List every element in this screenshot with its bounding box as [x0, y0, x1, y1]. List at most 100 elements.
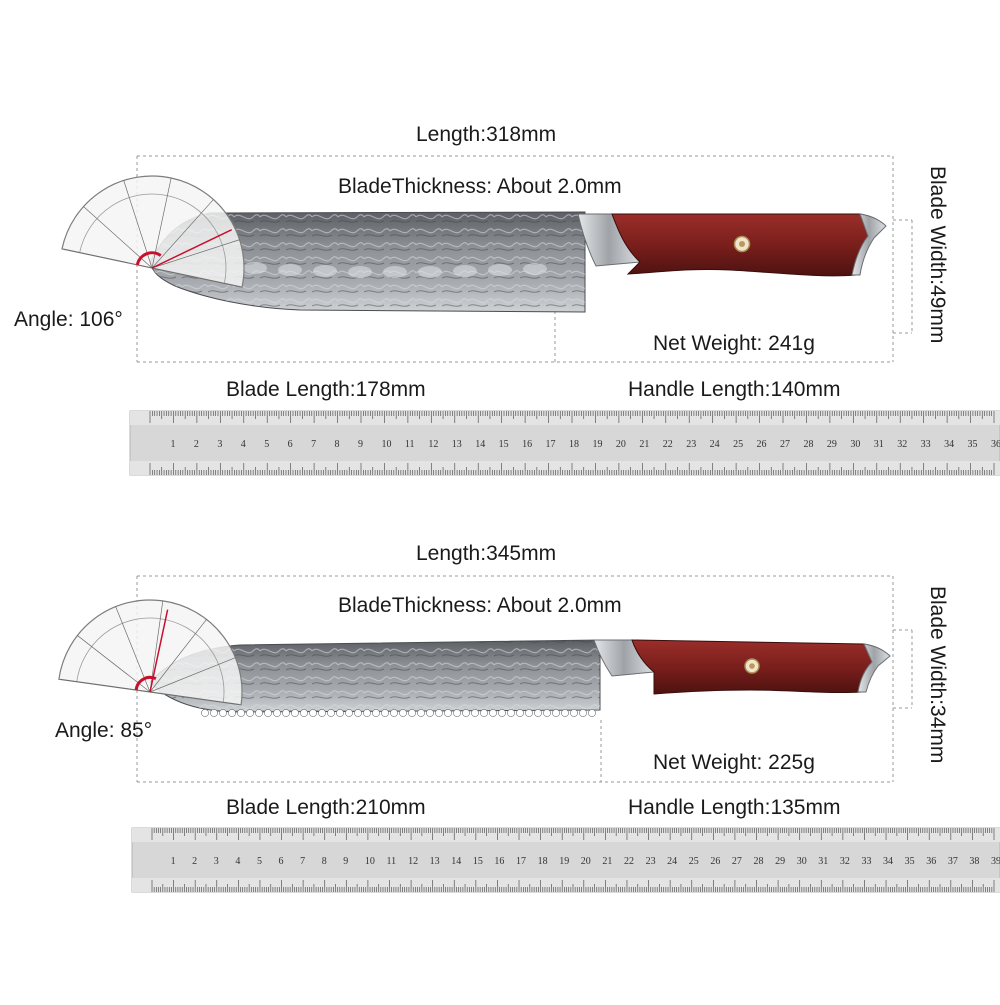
serration: [561, 709, 569, 717]
ruler-number: 24: [710, 439, 720, 450]
ruler-number: 26: [757, 439, 767, 450]
ruler-number: 27: [780, 439, 790, 450]
serration: [264, 709, 272, 717]
ruler-number: 25: [733, 439, 743, 450]
serration: [507, 709, 515, 717]
serration: [399, 709, 407, 717]
serration: [570, 709, 578, 717]
serration: [462, 709, 470, 717]
knife1-angle-label: Angle: 106°: [14, 308, 123, 331]
ruler-number: 32: [840, 856, 850, 867]
ruler-number: 37: [948, 856, 958, 867]
ruler-number: 33: [861, 856, 871, 867]
ruler-number: 3: [217, 439, 222, 450]
ruler-number: 6: [288, 439, 293, 450]
ruler-number: 27: [732, 856, 742, 867]
ruler-number: 26: [710, 856, 720, 867]
serration: [336, 709, 344, 717]
serration: [390, 709, 398, 717]
ruler-number: 28: [803, 439, 813, 450]
ruler-number: 29: [775, 856, 785, 867]
serration: [516, 709, 524, 717]
serration: [246, 709, 254, 717]
ruler-number: 8: [322, 856, 327, 867]
ruler-number: 36: [991, 439, 1000, 450]
ruler-number: 2: [194, 439, 199, 450]
knife1-blade-length-label: Blade Length:178mm: [226, 378, 426, 401]
serration: [318, 709, 326, 717]
knife1-net-weight-label: Net Weight: 241g: [653, 332, 815, 355]
ruler-number: 5: [257, 856, 262, 867]
serration: [453, 709, 461, 717]
knife2-handle-length-label: Handle Length:135mm: [628, 796, 841, 819]
ruler-number: 1: [170, 439, 175, 450]
ruler-number: 17: [516, 856, 526, 867]
ruler-number: 38: [969, 856, 979, 867]
knife1-handle-length-label: Handle Length:140mm: [628, 378, 841, 401]
ruler-number: 7: [311, 439, 316, 450]
ruler-number: 16: [494, 856, 504, 867]
serration: [345, 709, 353, 717]
ruler-number: 35: [968, 439, 978, 450]
ruler-number: 30: [850, 439, 860, 450]
protractor: [61, 175, 245, 288]
ruler-number: 17: [546, 439, 556, 450]
ruler-number: 14: [451, 856, 461, 867]
ruler-number: 39: [991, 856, 1000, 867]
ruler-number: 35: [905, 856, 915, 867]
ruler-number: 14: [475, 439, 485, 450]
santoku-handle: [611, 213, 887, 277]
serration: [309, 709, 317, 717]
knife2-length-label: Length:345mm: [416, 542, 557, 565]
serration: [219, 709, 227, 717]
serration: [381, 709, 389, 717]
ruler-number: 2: [192, 856, 197, 867]
serration: [588, 709, 596, 717]
ruler-number: 12: [428, 439, 438, 450]
ruler-number: 19: [592, 439, 602, 450]
bread-blade: [149, 639, 601, 717]
serration: [534, 709, 542, 717]
ruler-number: 19: [559, 856, 569, 867]
ruler-number: 18: [569, 439, 579, 450]
serration: [210, 709, 218, 717]
serration: [543, 709, 551, 717]
ruler-number: 5: [264, 439, 269, 450]
serration: [282, 709, 290, 717]
serration: [417, 709, 425, 717]
knife2-blade-thickness-label: BladeThickness: About 2.0mm: [338, 594, 622, 617]
ruler-number: 20: [581, 856, 591, 867]
serration: [435, 709, 443, 717]
ruler-number: 31: [818, 856, 828, 867]
ruler-number: 30: [797, 856, 807, 867]
serration: [579, 709, 587, 717]
serration: [291, 709, 299, 717]
ruler-number: 12: [408, 856, 418, 867]
ruler-number: 20: [616, 439, 626, 450]
serration: [426, 709, 434, 717]
ruler-number: 10: [365, 856, 375, 867]
serration: [327, 709, 335, 717]
ruler-number: 8: [335, 439, 340, 450]
serration: [489, 709, 497, 717]
ruler-number: 3: [214, 856, 219, 867]
ruler-number: 22: [663, 439, 673, 450]
ruler-number: 22: [624, 856, 634, 867]
ruler-number: 23: [686, 439, 696, 450]
ruler-number: 21: [639, 439, 649, 450]
ruler-number: 13: [452, 439, 462, 450]
knife1-blade-width-label: Blade Width:49mm: [926, 166, 949, 344]
knife2-blade-length-label: Blade Length:210mm: [226, 796, 426, 819]
ruler-number: 18: [538, 856, 548, 867]
serration: [255, 709, 263, 717]
knife1-length-label: Length:318mm: [416, 123, 557, 146]
ruler-number: 10: [381, 439, 391, 450]
serration: [201, 709, 209, 717]
ruler-number: 11: [386, 856, 396, 867]
ruler-number: 15: [473, 856, 483, 867]
ruler-number: 34: [944, 439, 954, 450]
serration: [408, 709, 416, 717]
ruler-number: 34: [883, 856, 893, 867]
